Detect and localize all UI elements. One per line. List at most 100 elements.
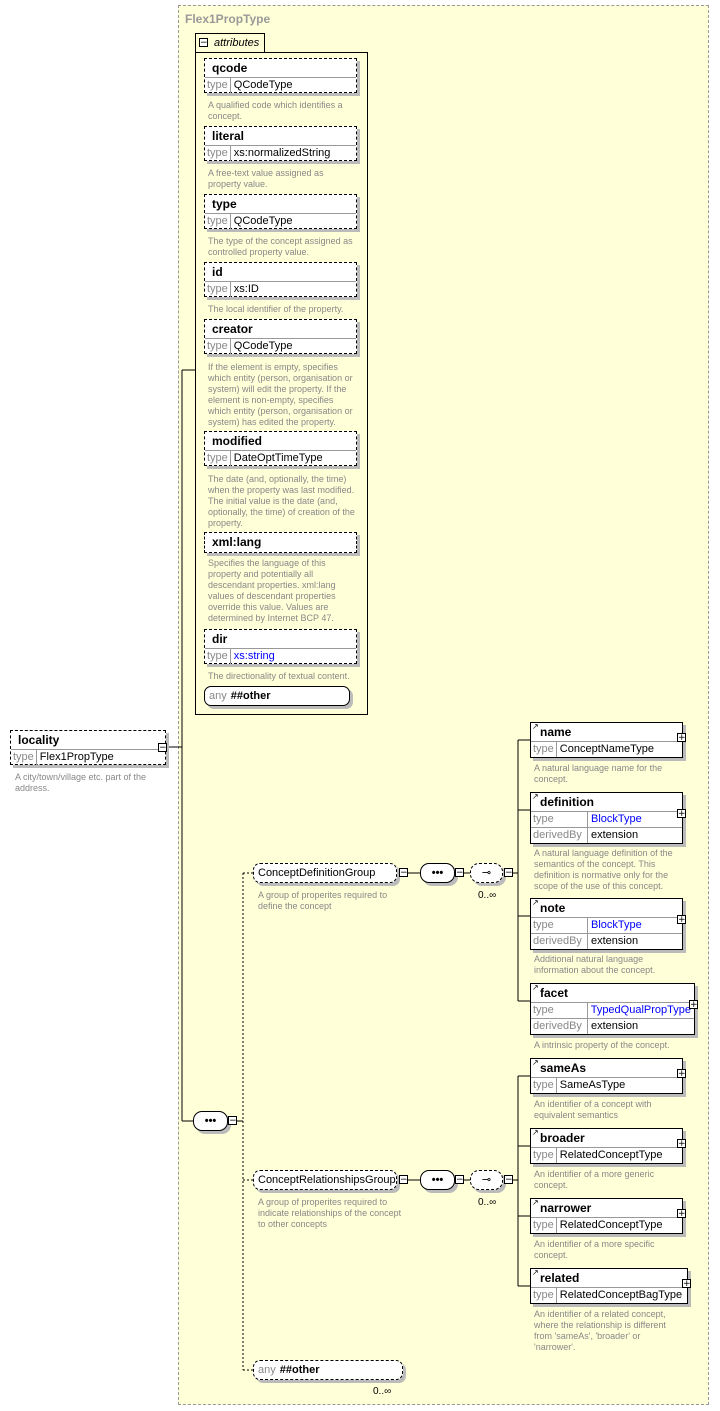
- sequence-compositor-icon[interactable]: •••: [420, 863, 455, 883]
- other-label: ##other: [279, 1364, 320, 1376]
- choice-compositor-icon[interactable]: ⊸: [470, 863, 503, 883]
- element-name: related: [540, 1271, 580, 1285]
- attribute-description: The date (and, optionally, the time) whe…: [208, 474, 355, 528]
- attributes-tab[interactable]: − attributes: [195, 33, 265, 53]
- collapse-icon[interactable]: −: [504, 868, 513, 878]
- element-name: broader: [540, 1131, 585, 1145]
- reference-arrow-icon: ↗: [532, 722, 539, 731]
- attribute-name: creator: [212, 322, 253, 336]
- choice-compositor-icon[interactable]: ⊸: [470, 1170, 503, 1190]
- expand-icon[interactable]: +: [689, 1000, 698, 1010]
- attribute-description: If the element is empty, specifies which…: [208, 362, 353, 427]
- occurrence-label: 0..∞: [478, 1197, 497, 1208]
- group-ConceptRelationshipsGroup[interactable]: ConceptRelationshipsGroup: [253, 1170, 397, 1190]
- type-value[interactable]: xs:string: [233, 650, 275, 662]
- attribute-name: literal: [212, 129, 245, 143]
- any-other-element[interactable]: any##other: [253, 1360, 403, 1380]
- type-label: type: [205, 282, 231, 297]
- expand-icon[interactable]: +: [677, 1209, 686, 1219]
- derived-label: derivedBy: [531, 828, 588, 843]
- derived-value: extension: [591, 1020, 639, 1032]
- other-label: ##other: [230, 690, 271, 702]
- element-description: A city/town/village etc. part of the add…: [15, 772, 147, 793]
- derived-label: derivedBy: [531, 934, 588, 949]
- collapse-icon[interactable]: −: [504, 1175, 513, 1185]
- type-value[interactable]: TypedQualPropType: [590, 1004, 691, 1016]
- group-description: A group of properites required to define…: [258, 890, 388, 911]
- expand-icon[interactable]: +: [677, 1139, 686, 1149]
- reference-arrow-icon: ↗: [532, 1058, 539, 1067]
- expand-icon[interactable]: +: [677, 915, 686, 925]
- collapse-icon[interactable]: −: [455, 868, 464, 878]
- type-label: type: [531, 1288, 557, 1303]
- element-description: An identifier of a more generic concept.: [534, 1169, 655, 1190]
- type-label: type: [531, 1003, 588, 1018]
- type-value: QCodeType: [233, 79, 293, 91]
- type-value: xs:normalizedString: [233, 147, 331, 159]
- type-value[interactable]: BlockType: [591, 813, 642, 825]
- expand-icon[interactable]: +: [677, 1069, 686, 1079]
- collapse-icon[interactable]: −: [455, 1175, 464, 1185]
- reference-arrow-icon: ↗: [532, 792, 539, 801]
- collapse-icon[interactable]: −: [399, 1175, 408, 1185]
- any-other-attribute[interactable]: any##other: [204, 686, 350, 706]
- element-description: A natural language name for the concept.: [534, 763, 663, 784]
- element-description: An identifier of a more specific concept…: [534, 1239, 655, 1260]
- type-value[interactable]: BlockType: [591, 919, 642, 931]
- type-value: QCodeType: [233, 215, 293, 227]
- attribute-description: The local identifier of the property.: [208, 304, 344, 314]
- element-description: A natural language definition of the sem…: [534, 848, 673, 891]
- type-value: QCodeType: [233, 340, 293, 352]
- collapse-icon[interactable]: −: [399, 868, 408, 878]
- sequence-compositor-icon[interactable]: •••: [420, 1170, 455, 1190]
- type-value: ConceptNameType: [559, 743, 654, 755]
- expand-icon[interactable]: +: [682, 1279, 691, 1289]
- group-description: A group of properites required to indica…: [258, 1197, 402, 1229]
- collapse-icon[interactable]: −: [158, 743, 167, 753]
- collapse-icon[interactable]: −: [199, 38, 208, 48]
- group-name: ConceptRelationshipsGroup: [258, 1174, 396, 1186]
- attribute-xml-lang[interactable]: xml:lang: [204, 532, 357, 553]
- type-label: type: [531, 812, 588, 827]
- type-label: type: [205, 339, 231, 354]
- derived-value: extension: [591, 935, 639, 947]
- type-title: Flex1PropType: [185, 12, 271, 26]
- group-ConceptDefinitionGroup[interactable]: ConceptDefinitionGroup: [253, 863, 397, 883]
- element-description: An identifier of a concept with equivale…: [534, 1099, 652, 1120]
- element-description: A intrinsic property of the concept.: [534, 1040, 670, 1050]
- expand-icon[interactable]: +: [677, 733, 686, 743]
- group-name: ConceptDefinitionGroup: [258, 867, 376, 879]
- attribute-name: qcode: [212, 61, 248, 75]
- main-sequence-icon[interactable]: •••: [193, 1111, 228, 1131]
- collapse-icon[interactable]: −: [228, 1116, 237, 1126]
- expand-icon[interactable]: +: [677, 809, 686, 819]
- attribute-description: Specifies the language of this property …: [208, 558, 336, 623]
